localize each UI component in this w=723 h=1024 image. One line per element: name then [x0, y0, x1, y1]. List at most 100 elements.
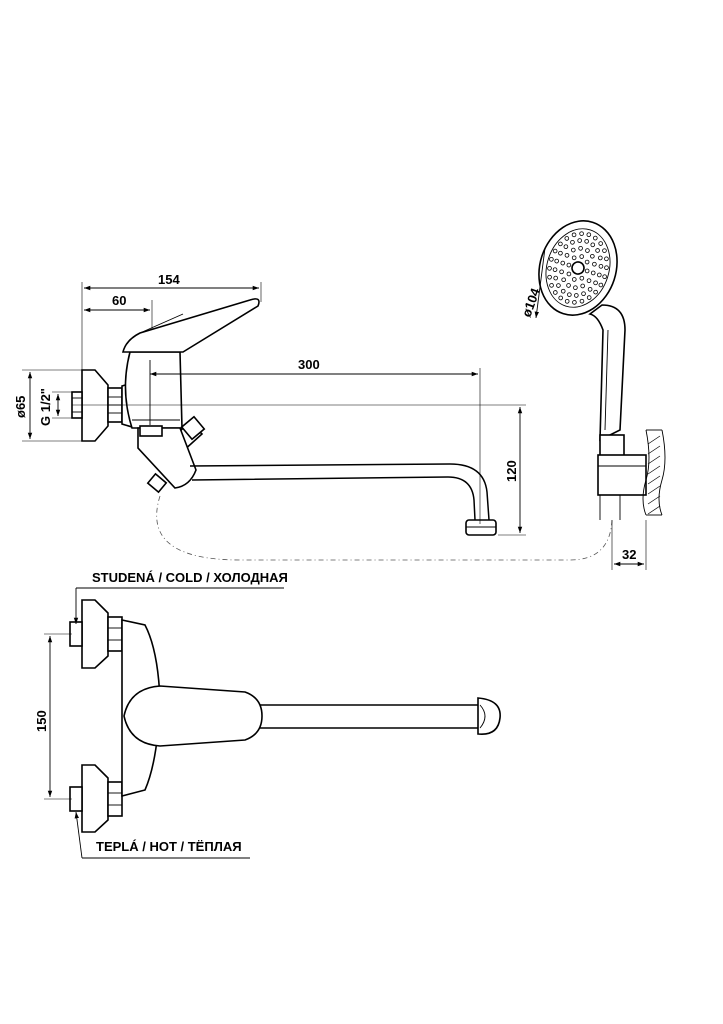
- nozzle-hole: [571, 247, 576, 253]
- nozzle-hole: [593, 289, 598, 295]
- wall-flange: [71, 369, 109, 442]
- nozzle-hole: [566, 283, 571, 288]
- nozzle-hole: [580, 283, 585, 289]
- dim-body-depth: 60: [112, 293, 126, 308]
- hatch-line: [647, 465, 661, 475]
- nozzle-hole: [590, 253, 595, 259]
- nozzle-hole: [558, 295, 564, 301]
- nozzle-hole: [564, 252, 570, 258]
- hatch-line: [647, 475, 661, 485]
- nozzle-hole: [566, 271, 572, 277]
- nozzle-hole: [558, 250, 563, 256]
- nozzle-hole: [602, 248, 607, 253]
- hot-inlet: [69, 764, 123, 833]
- nozzle-hole: [572, 300, 577, 305]
- nozzle-hole: [571, 255, 577, 261]
- dim-overall-length: 154: [158, 272, 180, 287]
- nozzle-hole: [553, 275, 558, 281]
- wall-hatch: [642, 429, 666, 516]
- nozzle-hole: [554, 258, 559, 264]
- nozzle-hole: [585, 248, 590, 253]
- dim-holder-offset: 32: [622, 547, 636, 562]
- nozzle-hole: [593, 280, 598, 286]
- spout-pipe: [189, 463, 497, 536]
- nozzle-hole: [604, 265, 609, 270]
- nozzle-hole: [579, 254, 585, 259]
- nozzle-hole: [597, 272, 602, 278]
- shower-handle: [588, 304, 626, 442]
- shower-head: [538, 220, 618, 316]
- nozzle-hole: [552, 248, 558, 254]
- nozzle-hole: [560, 260, 566, 266]
- side-view-dimensions: 154 60 300 120 ø65 G 1/2": [13, 272, 526, 536]
- dim-head-diameter: ø104: [519, 285, 543, 319]
- nozzle-hole: [595, 248, 600, 253]
- hatch-line: [647, 495, 661, 505]
- nozzle-hole: [579, 231, 584, 236]
- dim-inlet-spacing: 150: [34, 710, 49, 732]
- hand-shower: ø104 32: [519, 220, 666, 570]
- nozzle-hole: [586, 278, 592, 284]
- lever-top: [123, 685, 263, 747]
- nozzle-hole: [564, 236, 570, 241]
- nozzle-hole: [587, 286, 593, 292]
- hatch-line: [647, 445, 661, 455]
- nozzle-hole: [559, 269, 564, 275]
- nozzle-hole: [561, 277, 566, 283]
- nozzle-hole: [579, 275, 585, 281]
- dim-flange-diameter: ø65: [13, 396, 28, 418]
- nozzle-hole: [567, 292, 572, 297]
- nozzle-hole: [571, 232, 577, 238]
- nozzle-hole: [549, 283, 554, 288]
- nozzle-hole: [573, 285, 578, 290]
- nozzle-hole: [598, 264, 604, 269]
- nozzle-hole: [566, 262, 572, 268]
- nozzle-hole: [581, 291, 586, 296]
- label-cold: STUDENÁ / COLD / ХОЛОДНАЯ: [92, 570, 288, 585]
- nozzle-hole: [584, 259, 590, 265]
- nozzle-hole: [556, 283, 561, 288]
- nozzle-hole: [590, 270, 596, 276]
- nozzle-hole: [602, 274, 607, 279]
- nozzle-hole: [598, 241, 603, 246]
- nozzle-hole: [579, 298, 585, 304]
- nozzle-hole: [558, 241, 563, 247]
- nozzle-hole: [604, 256, 609, 262]
- hatch-line: [647, 435, 661, 445]
- hatch-line: [647, 505, 661, 515]
- nozzle-hole: [577, 238, 582, 243]
- spout-top: [250, 697, 501, 735]
- nozzle-hole: [571, 277, 577, 282]
- side-view: [71, 298, 613, 561]
- dim-thread: G 1/2": [38, 388, 53, 426]
- nozzle-hole: [547, 274, 552, 280]
- nozzle-hole: [586, 232, 592, 238]
- hose-path: [156, 495, 613, 561]
- nozzle-hole: [584, 239, 589, 244]
- label-hot: TEPLÁ / HOT / TЁПЛАЯ: [96, 839, 242, 854]
- mixer-body: [121, 351, 183, 429]
- nozzle-hole: [552, 267, 558, 272]
- hatch-line: [647, 455, 661, 465]
- nozzle-hole: [592, 261, 597, 267]
- nozzle-hole: [574, 293, 579, 298]
- shower-outlet: [137, 425, 197, 494]
- nozzle-hole: [553, 290, 558, 295]
- nozzle-hole: [598, 282, 604, 288]
- nozzle-hole: [598, 255, 603, 261]
- nozzle-hole: [590, 242, 596, 248]
- nozzle-hole: [549, 257, 554, 262]
- nozzle-hole: [570, 240, 575, 245]
- dim-spout-height: 120: [504, 460, 519, 482]
- hatch-line: [647, 485, 661, 495]
- nozzle-hole: [578, 246, 583, 251]
- dim-spout-reach: 300: [298, 357, 320, 372]
- shower-holder: [597, 434, 647, 520]
- nozzle-hole: [592, 235, 598, 241]
- top-view: 150 STUDENÁ / COLD / ХОЛОДНАЯ TEPLÁ / HO…: [34, 570, 501, 859]
- cold-inlet: [69, 599, 123, 669]
- nozzle-hole: [584, 268, 590, 274]
- lever-handle: [121, 298, 260, 353]
- nozzle-hole: [560, 288, 566, 294]
- nozzle-hole: [586, 295, 592, 300]
